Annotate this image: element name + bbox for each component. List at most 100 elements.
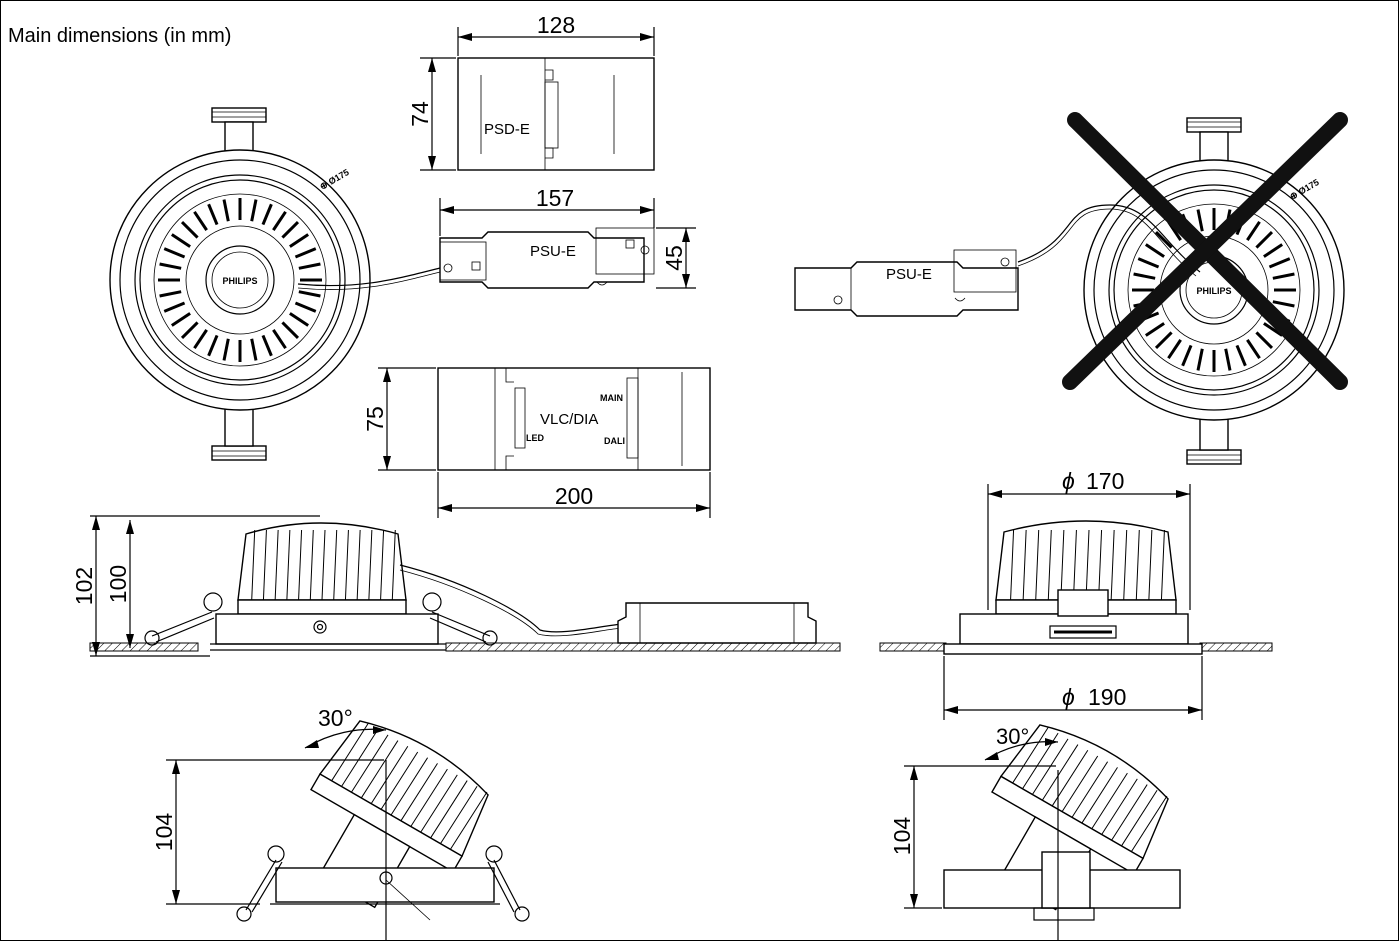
heatsink-fin (400, 763, 438, 822)
led-segment (281, 321, 300, 340)
heatsink-fin (380, 529, 385, 601)
svg-text:104: 104 (889, 817, 915, 856)
heatsink-fin (410, 768, 448, 827)
psu-height-dimension: 45 (656, 227, 696, 289)
not-allowed-cross-icon (1062, 112, 1348, 390)
led-ring-left (158, 198, 322, 362)
led-segment (298, 262, 321, 270)
heatsink-fin (341, 728, 379, 787)
led-segment (1137, 257, 1160, 269)
led-segment (289, 312, 310, 327)
led-segment (1144, 322, 1165, 337)
led-segment (250, 199, 258, 222)
led-segment (159, 290, 182, 298)
heatsink-fin (1031, 738, 1069, 795)
psu-width-dimension: 157 (439, 185, 655, 236)
heatsink-fin (1085, 529, 1090, 601)
heatsink-fin (1101, 778, 1138, 835)
led-segment (298, 290, 321, 298)
brand-logo-left: PHILIPS (222, 276, 257, 286)
diameter-190-dimension: ϕ 190 (943, 656, 1203, 720)
led-segment (294, 247, 317, 259)
led-segment (1268, 257, 1291, 269)
led-segment (289, 233, 310, 248)
led-segment (163, 247, 186, 259)
heatsink-fin (1072, 529, 1077, 601)
ring-mark-left: ⊕ Ø175 (318, 167, 351, 192)
cable-left (297, 267, 441, 287)
led-segment (1255, 230, 1274, 249)
led-segment (1235, 344, 1247, 367)
led-segment (1272, 300, 1295, 308)
heatsink-fin (333, 529, 338, 601)
psu-e-attached-label: PSU-E (886, 266, 932, 283)
tilt-angle-left-dimension: 30° (304, 705, 387, 749)
diameter-170-dimension: ϕ 170 (987, 468, 1191, 610)
cable-right (1017, 204, 1201, 273)
led-segment (1224, 348, 1232, 371)
tilt-height-right-dimension: 104 (889, 765, 1056, 909)
svg-text:30°: 30° (996, 724, 1029, 749)
led-segment (1167, 339, 1182, 360)
heatsink-fin (1071, 761, 1109, 818)
psu-e-label: PSU-E (530, 243, 576, 260)
height-102-dimension: 102 (71, 515, 320, 656)
led-segment (261, 203, 273, 226)
svg-text:ϕ: ϕ (1062, 684, 1075, 710)
led-segment (1246, 339, 1261, 360)
heatsink-fin (1060, 529, 1065, 601)
heatsink-fin (1130, 795, 1168, 852)
heatsink-fin (1160, 529, 1165, 601)
heatsink-fin (1123, 529, 1128, 601)
led-segment (1196, 209, 1204, 232)
led-segment (281, 220, 300, 239)
heatsink-fin (1121, 790, 1158, 847)
svg-text:45: 45 (661, 245, 687, 271)
led-segment (272, 210, 287, 231)
heatsink-fin (430, 780, 468, 839)
led-segment (170, 312, 191, 327)
led-segment (1263, 322, 1284, 337)
heatsink-fin (350, 734, 389, 793)
led-segment (163, 301, 186, 313)
led-segment (1133, 272, 1156, 280)
led-segment (1154, 230, 1173, 249)
vlc-dia-driver: VLC/DIA MAIN DALI LED (437, 367, 711, 471)
heatsink-fin (1010, 529, 1015, 601)
led-segment (193, 210, 208, 231)
led-segment (1144, 243, 1165, 258)
svg-text:200: 200 (555, 483, 593, 509)
led-segment (1255, 331, 1274, 350)
svg-text:190: 190 (1088, 684, 1126, 710)
port-led-label: LED (526, 433, 545, 443)
heatsink-fin (331, 723, 369, 782)
heatsink-fin (1081, 767, 1118, 824)
luminaire-side-view-right (879, 520, 1273, 655)
heatsink-fin (356, 529, 361, 601)
heatsink-fin (1041, 744, 1079, 801)
heatsink-fin (1148, 529, 1153, 601)
heatsink-fin (391, 529, 396, 601)
luminaire-top-view-left: PHILIPS ⊕ Ø175 (109, 107, 371, 461)
heatsink-fin (1091, 772, 1128, 830)
psd-e-label: PSD-E (484, 121, 530, 138)
svg-text:100: 100 (105, 565, 131, 603)
led-segment (180, 220, 199, 239)
heatsink-fin (368, 529, 373, 601)
heatsink-fin (390, 757, 429, 816)
tilt-angle-right-dimension: 30° (984, 724, 1059, 761)
led-segment (272, 329, 287, 350)
svg-text:157: 157 (536, 185, 574, 211)
luminaire-tilted-view-right (943, 724, 1181, 940)
heatsink-fin (1047, 529, 1052, 601)
svg-text:30°: 30° (318, 705, 353, 731)
heatsink-fin (1061, 755, 1099, 812)
heatsink-fin (1035, 529, 1040, 601)
led-segment (1272, 272, 1295, 280)
led-segment (180, 321, 199, 340)
heatsink-fin (440, 786, 478, 844)
heatsink-fin (1022, 529, 1027, 601)
vlc-height-dimension: 75 (362, 367, 436, 471)
vlc-dia-label: VLC/DIA (540, 411, 598, 428)
led-segment (261, 334, 273, 357)
